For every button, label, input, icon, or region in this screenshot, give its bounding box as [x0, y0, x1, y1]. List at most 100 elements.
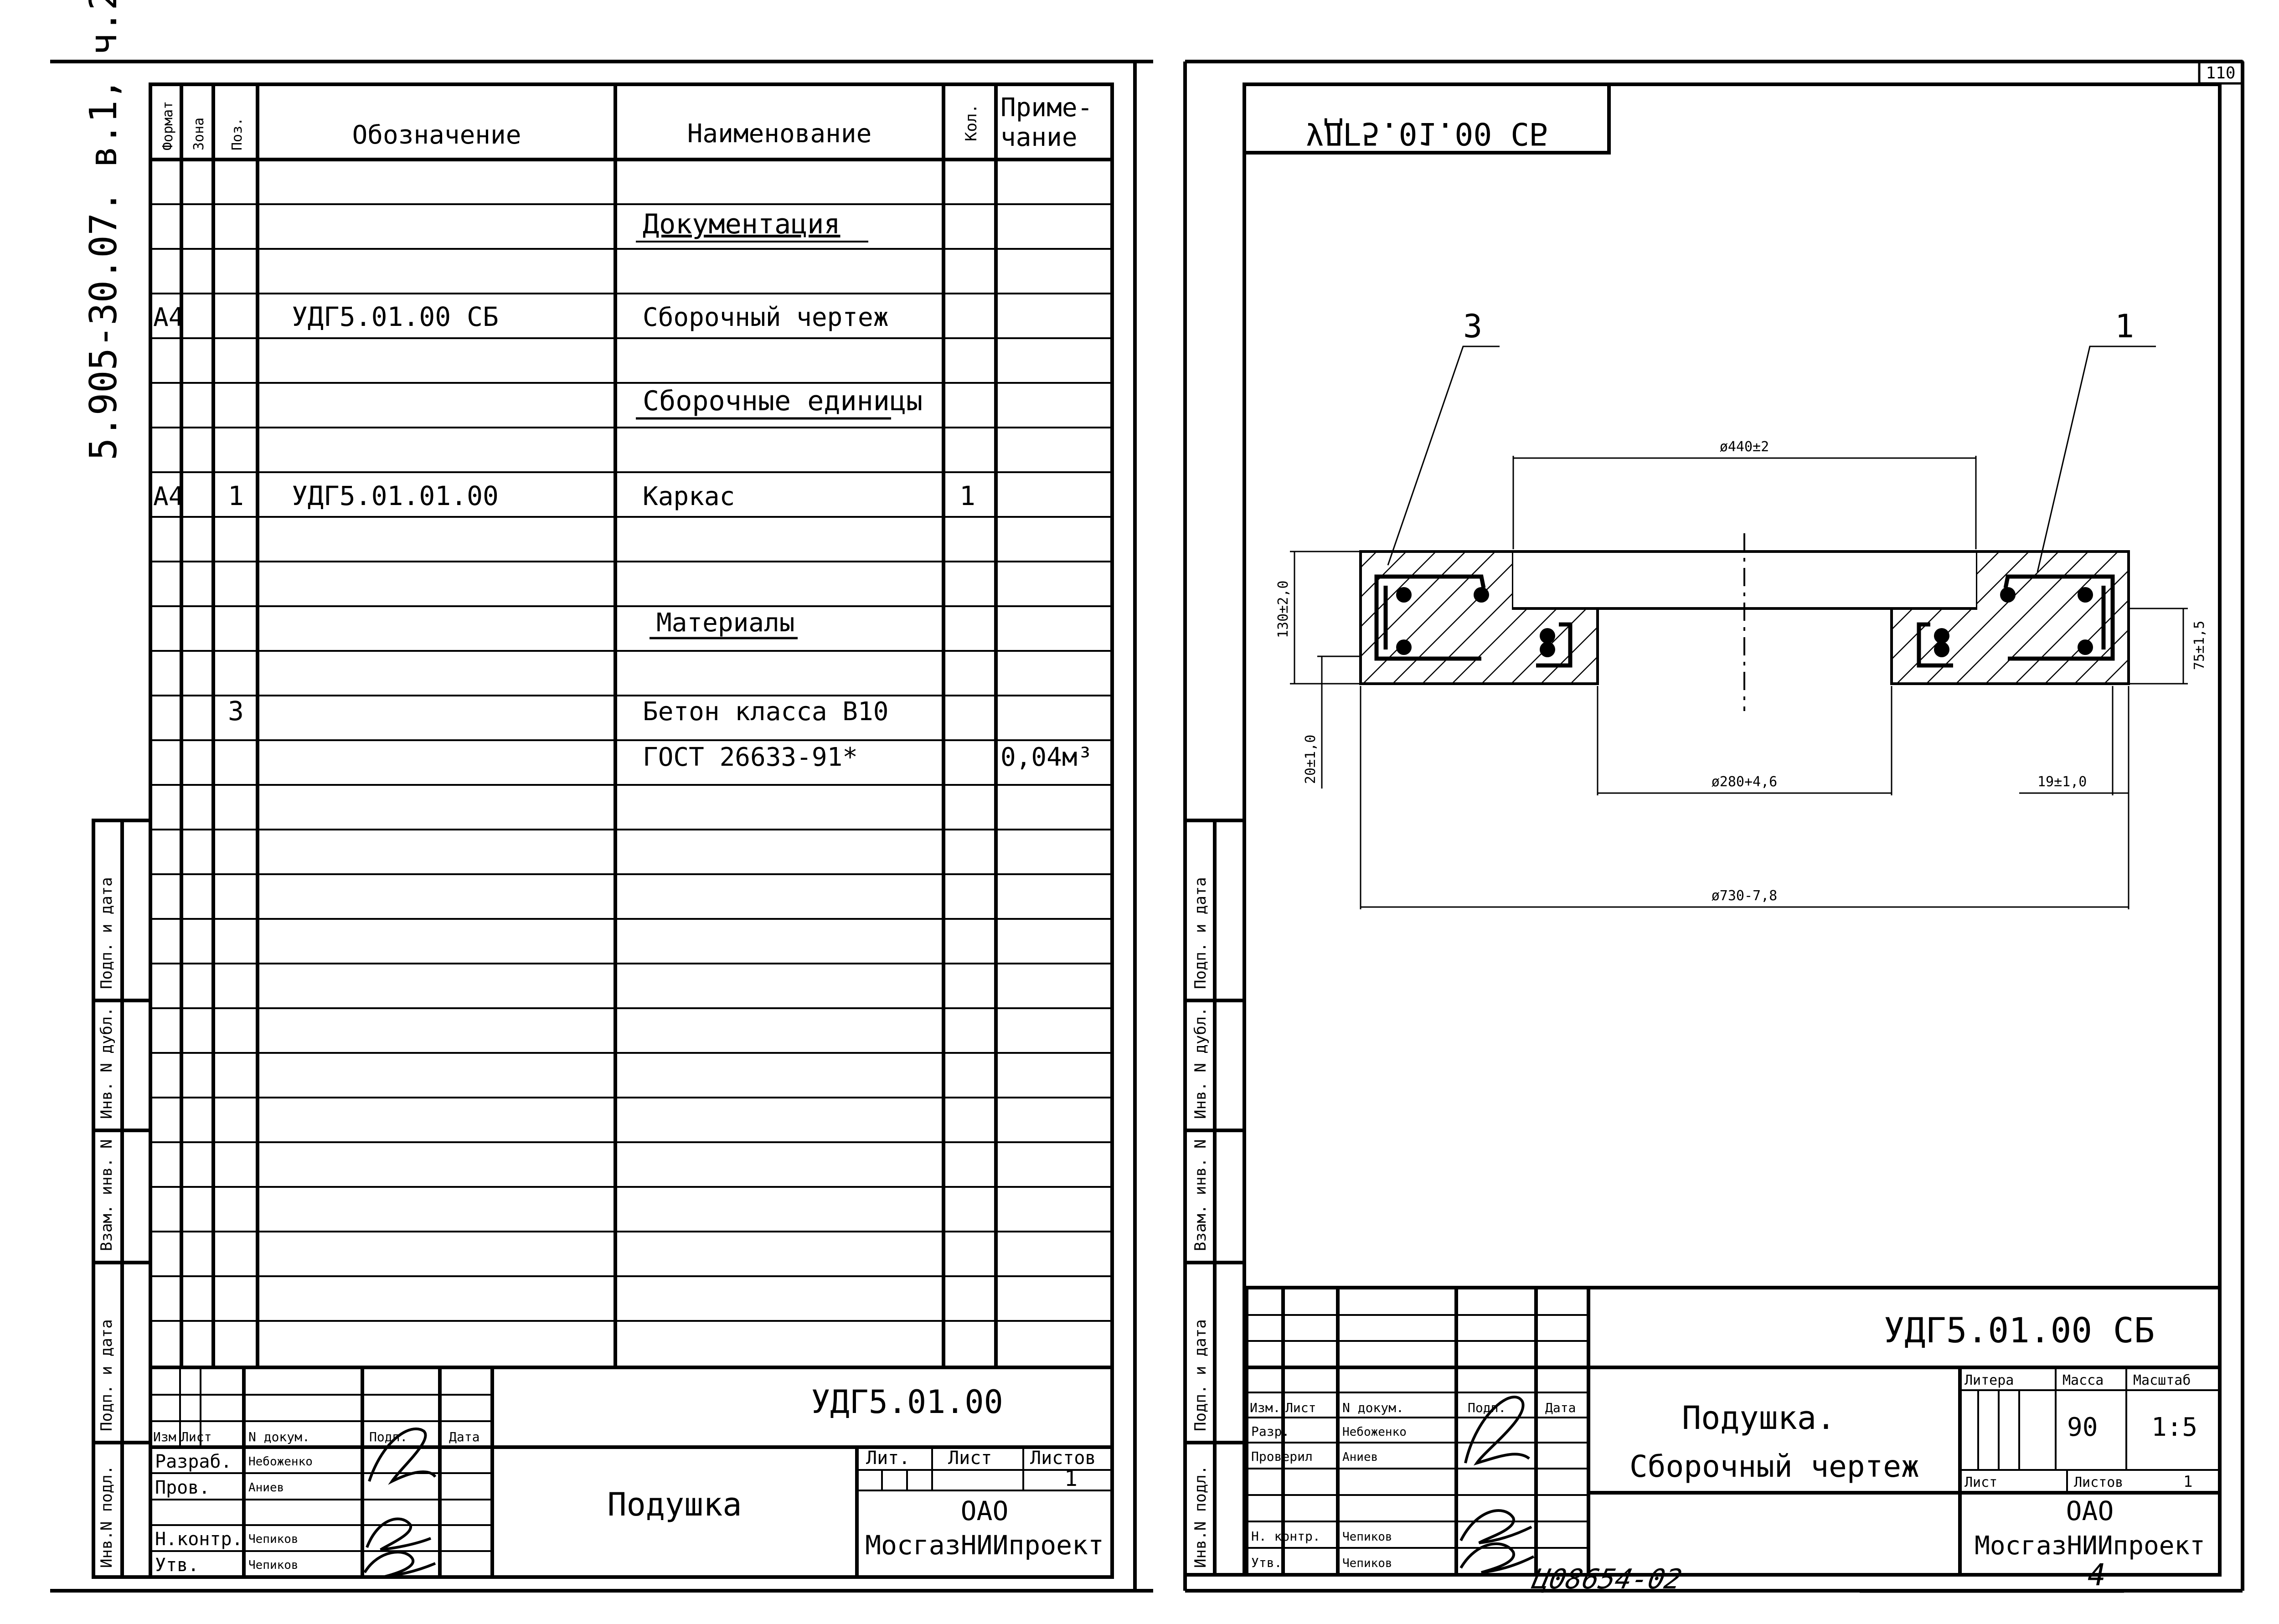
spec-table	[149, 82, 1114, 1369]
bottom-handwritten-code: Ц08654-02	[1529, 1564, 1685, 1595]
header-zone: Зона	[191, 118, 207, 150]
signature-right-2	[1459, 1509, 1532, 1544]
title-right-name-1: Подушка.	[1682, 1399, 1836, 1437]
title-right-role-4: Н. контр.	[1251, 1529, 1320, 1544]
title-right-izm: Изм.	[1250, 1400, 1280, 1415]
signature-right-3	[1459, 1542, 1535, 1574]
title-left-person-1: Небоженко	[248, 1455, 313, 1469]
dim-outer-diameter: ø730-7,8	[1712, 888, 1778, 904]
right-stamp-sign-date-2: Подп. и дата	[1191, 1319, 1210, 1431]
signature-left-2	[366, 1517, 432, 1551]
header-note-line2: чание	[1000, 123, 1078, 152]
leader-label-1: 1	[2115, 308, 2134, 345]
right-stamp-inv-orig: Инв.N подл.	[1191, 1465, 1210, 1568]
title-right-litera: Литера	[1964, 1372, 2014, 1388]
signature-left-3	[363, 1551, 436, 1578]
mirrored-code: УДГ5.01.00 СБ	[1305, 115, 1548, 151]
title-left-lit: Лит.	[866, 1448, 910, 1469]
title-right-role-2: Проверил	[1251, 1449, 1313, 1464]
title-left-role-5: Утв.	[155, 1555, 199, 1576]
title-right-person-5: Чепиков	[1342, 1557, 1392, 1570]
title-left-role-2: Пров.	[155, 1477, 210, 1498]
leader-label-3: 3	[1463, 308, 1482, 345]
stamp-vzam-inv: Взам. инв. N	[98, 1139, 116, 1251]
side-document-code: 5.905-30.07. в.1, ч.2	[82, 0, 125, 460]
stamp-inv-dupl: Инв. N дубл.	[98, 1007, 116, 1119]
title-right-listov-hdr: Листов	[2074, 1474, 2123, 1490]
title-left-role-4: Н.контр.	[155, 1529, 243, 1550]
title-right-code: УДГ5.01.00 СБ	[1884, 1310, 2155, 1351]
dim-height: 130±2,0	[1275, 581, 1291, 638]
title-right-org-1: ОАО	[2066, 1495, 2114, 1526]
signature-left-1	[368, 1428, 437, 1485]
header-qty: Кол.	[962, 104, 980, 141]
title-left-org-1: ОАО	[961, 1495, 1009, 1526]
title-right-date: Дата	[1545, 1400, 1576, 1415]
title-left-list-hdr: Лист	[948, 1448, 992, 1469]
title-left-doc: N докум.	[248, 1429, 310, 1444]
rebar-cage-left	[1374, 574, 1486, 661]
title-left-sign: Подп.	[369, 1429, 407, 1444]
title-left-name: Подушка	[607, 1486, 742, 1523]
bottom-page-number: 4	[2088, 1557, 2106, 1593]
title-right-doc: N докум.	[1342, 1400, 1404, 1415]
title-right-org-2: МосгазНИИпроект	[1975, 1531, 2205, 1561]
title-right-masshtab: Масштаб	[2133, 1372, 2191, 1388]
title-right-mass-value: 90	[2067, 1413, 2098, 1442]
title-right-massa: Масса	[2062, 1372, 2104, 1388]
header-format: Формат	[160, 101, 176, 150]
title-right-person-2: Аниев	[1342, 1450, 1378, 1464]
title-right-listov-value: 1	[2183, 1473, 2192, 1491]
title-left-person-4: Чепиков	[248, 1532, 299, 1546]
title-right-list: Лист	[1285, 1400, 1316, 1415]
title-left-org-2: МосгазНИИпроект	[865, 1530, 1104, 1561]
title-left-listov-value: 1	[1064, 1466, 1078, 1491]
row1-name: Сборочный чертеж	[643, 303, 888, 332]
title-left-person-2: Аниев	[248, 1481, 284, 1495]
row4-note: 0,04м³	[1000, 742, 1093, 772]
row3-name: Бетон класса В10	[643, 697, 888, 727]
section-documentation: Документация	[643, 208, 840, 240]
title-left-code: УДГ5.01.00	[811, 1383, 1003, 1421]
row2-format: А4	[153, 482, 184, 511]
sheet-number: 110	[2206, 64, 2235, 82]
section-materials: Материалы	[656, 608, 794, 638]
title-left-role-1: Разраб.	[155, 1451, 232, 1472]
title-left-person-5: Чепиков	[248, 1558, 299, 1572]
section-assembly-units: Сборочные единицы	[643, 385, 923, 417]
rebar-cage-right	[2003, 574, 2115, 661]
row2-name: Каркас	[643, 482, 735, 511]
row1-format: А4	[153, 303, 184, 332]
right-stamp-sign-date-1: Подп. и дата	[1191, 877, 1210, 989]
row1-designation: УДГ5.01.00 СБ	[292, 301, 499, 332]
dim-rim: 19±1,0	[2037, 774, 2087, 790]
title-right-name-2: Сборочный чертеж	[1629, 1449, 1919, 1484]
title-right-scale-value: 1:5	[2151, 1413, 2197, 1442]
title-left-izm: Изм.	[153, 1429, 184, 1444]
title-right-person-4: Чепиков	[1342, 1530, 1392, 1544]
dim-top-width: ø440±2	[1720, 439, 1769, 455]
title-left-listov: Листов	[1030, 1448, 1096, 1469]
header-designation: Обозначение	[352, 120, 521, 150]
dim-bottom-gap: 20±1,0	[1303, 735, 1319, 784]
header-note-line1: Приме-	[1000, 93, 1093, 123]
stamp-inv-orig: Инв.N подл.	[98, 1465, 116, 1568]
stamp-sign-date-2: Подп. и дата	[98, 1319, 116, 1431]
row4-name: ГОСТ 26633-91*	[643, 742, 858, 772]
row2-designation: УДГ5.01.01.00	[292, 480, 499, 511]
title-right-person-1: Небоженко	[1342, 1425, 1407, 1439]
title-right-role-1: Разр.	[1251, 1424, 1289, 1439]
dim-inner-height: 75±1,5	[2191, 621, 2207, 670]
title-left-list: Лист	[181, 1429, 211, 1444]
drawing-frame	[1243, 82, 2222, 1577]
title-right-list-hdr: Лист	[1964, 1474, 1997, 1490]
title-block-right	[1245, 1286, 2222, 1577]
title-block-left	[149, 1366, 1114, 1579]
row3-pos: 3	[228, 696, 244, 727]
header-pos: Поз.	[229, 118, 245, 150]
dim-inner-diameter: ø280+4,6	[1712, 774, 1778, 790]
title-right-role-5: Утв.	[1251, 1555, 1282, 1570]
signature-right-1	[1464, 1396, 1530, 1466]
left-stamp-column	[92, 819, 152, 1579]
